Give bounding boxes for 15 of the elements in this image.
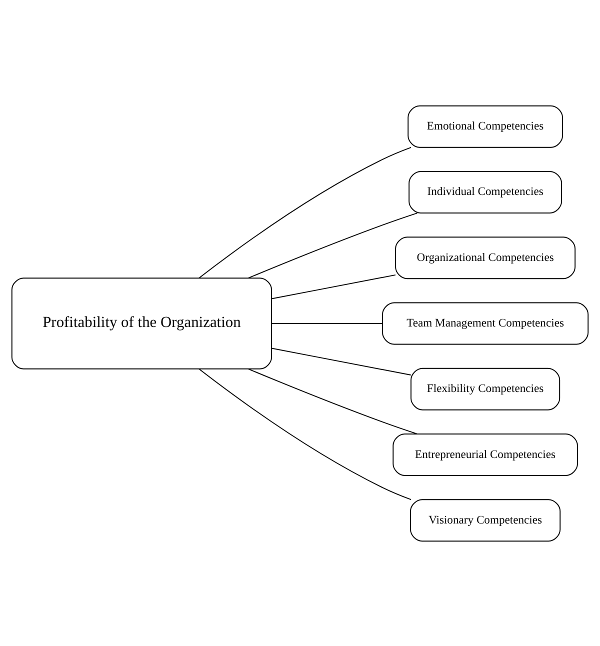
connector — [198, 368, 412, 500]
connector — [271, 322, 383, 324]
connector — [198, 146, 412, 278]
node-box: Visionary Competencies — [410, 498, 561, 542]
node-box: Organizational Competencies — [395, 236, 576, 279]
node-box: Profitability of the Organization — [11, 277, 272, 369]
node-box: Team Management Competencies — [382, 302, 589, 344]
node-box: Entrepreneurial Competencies — [392, 433, 578, 476]
connector — [248, 212, 418, 278]
node-box: Flexibility Competencies — [410, 367, 560, 410]
node-box: Emotional Competencies — [408, 104, 563, 148]
connector — [271, 347, 412, 375]
node-box: Individual Competencies — [408, 170, 562, 213]
connector — [248, 368, 418, 434]
connector — [271, 274, 396, 299]
